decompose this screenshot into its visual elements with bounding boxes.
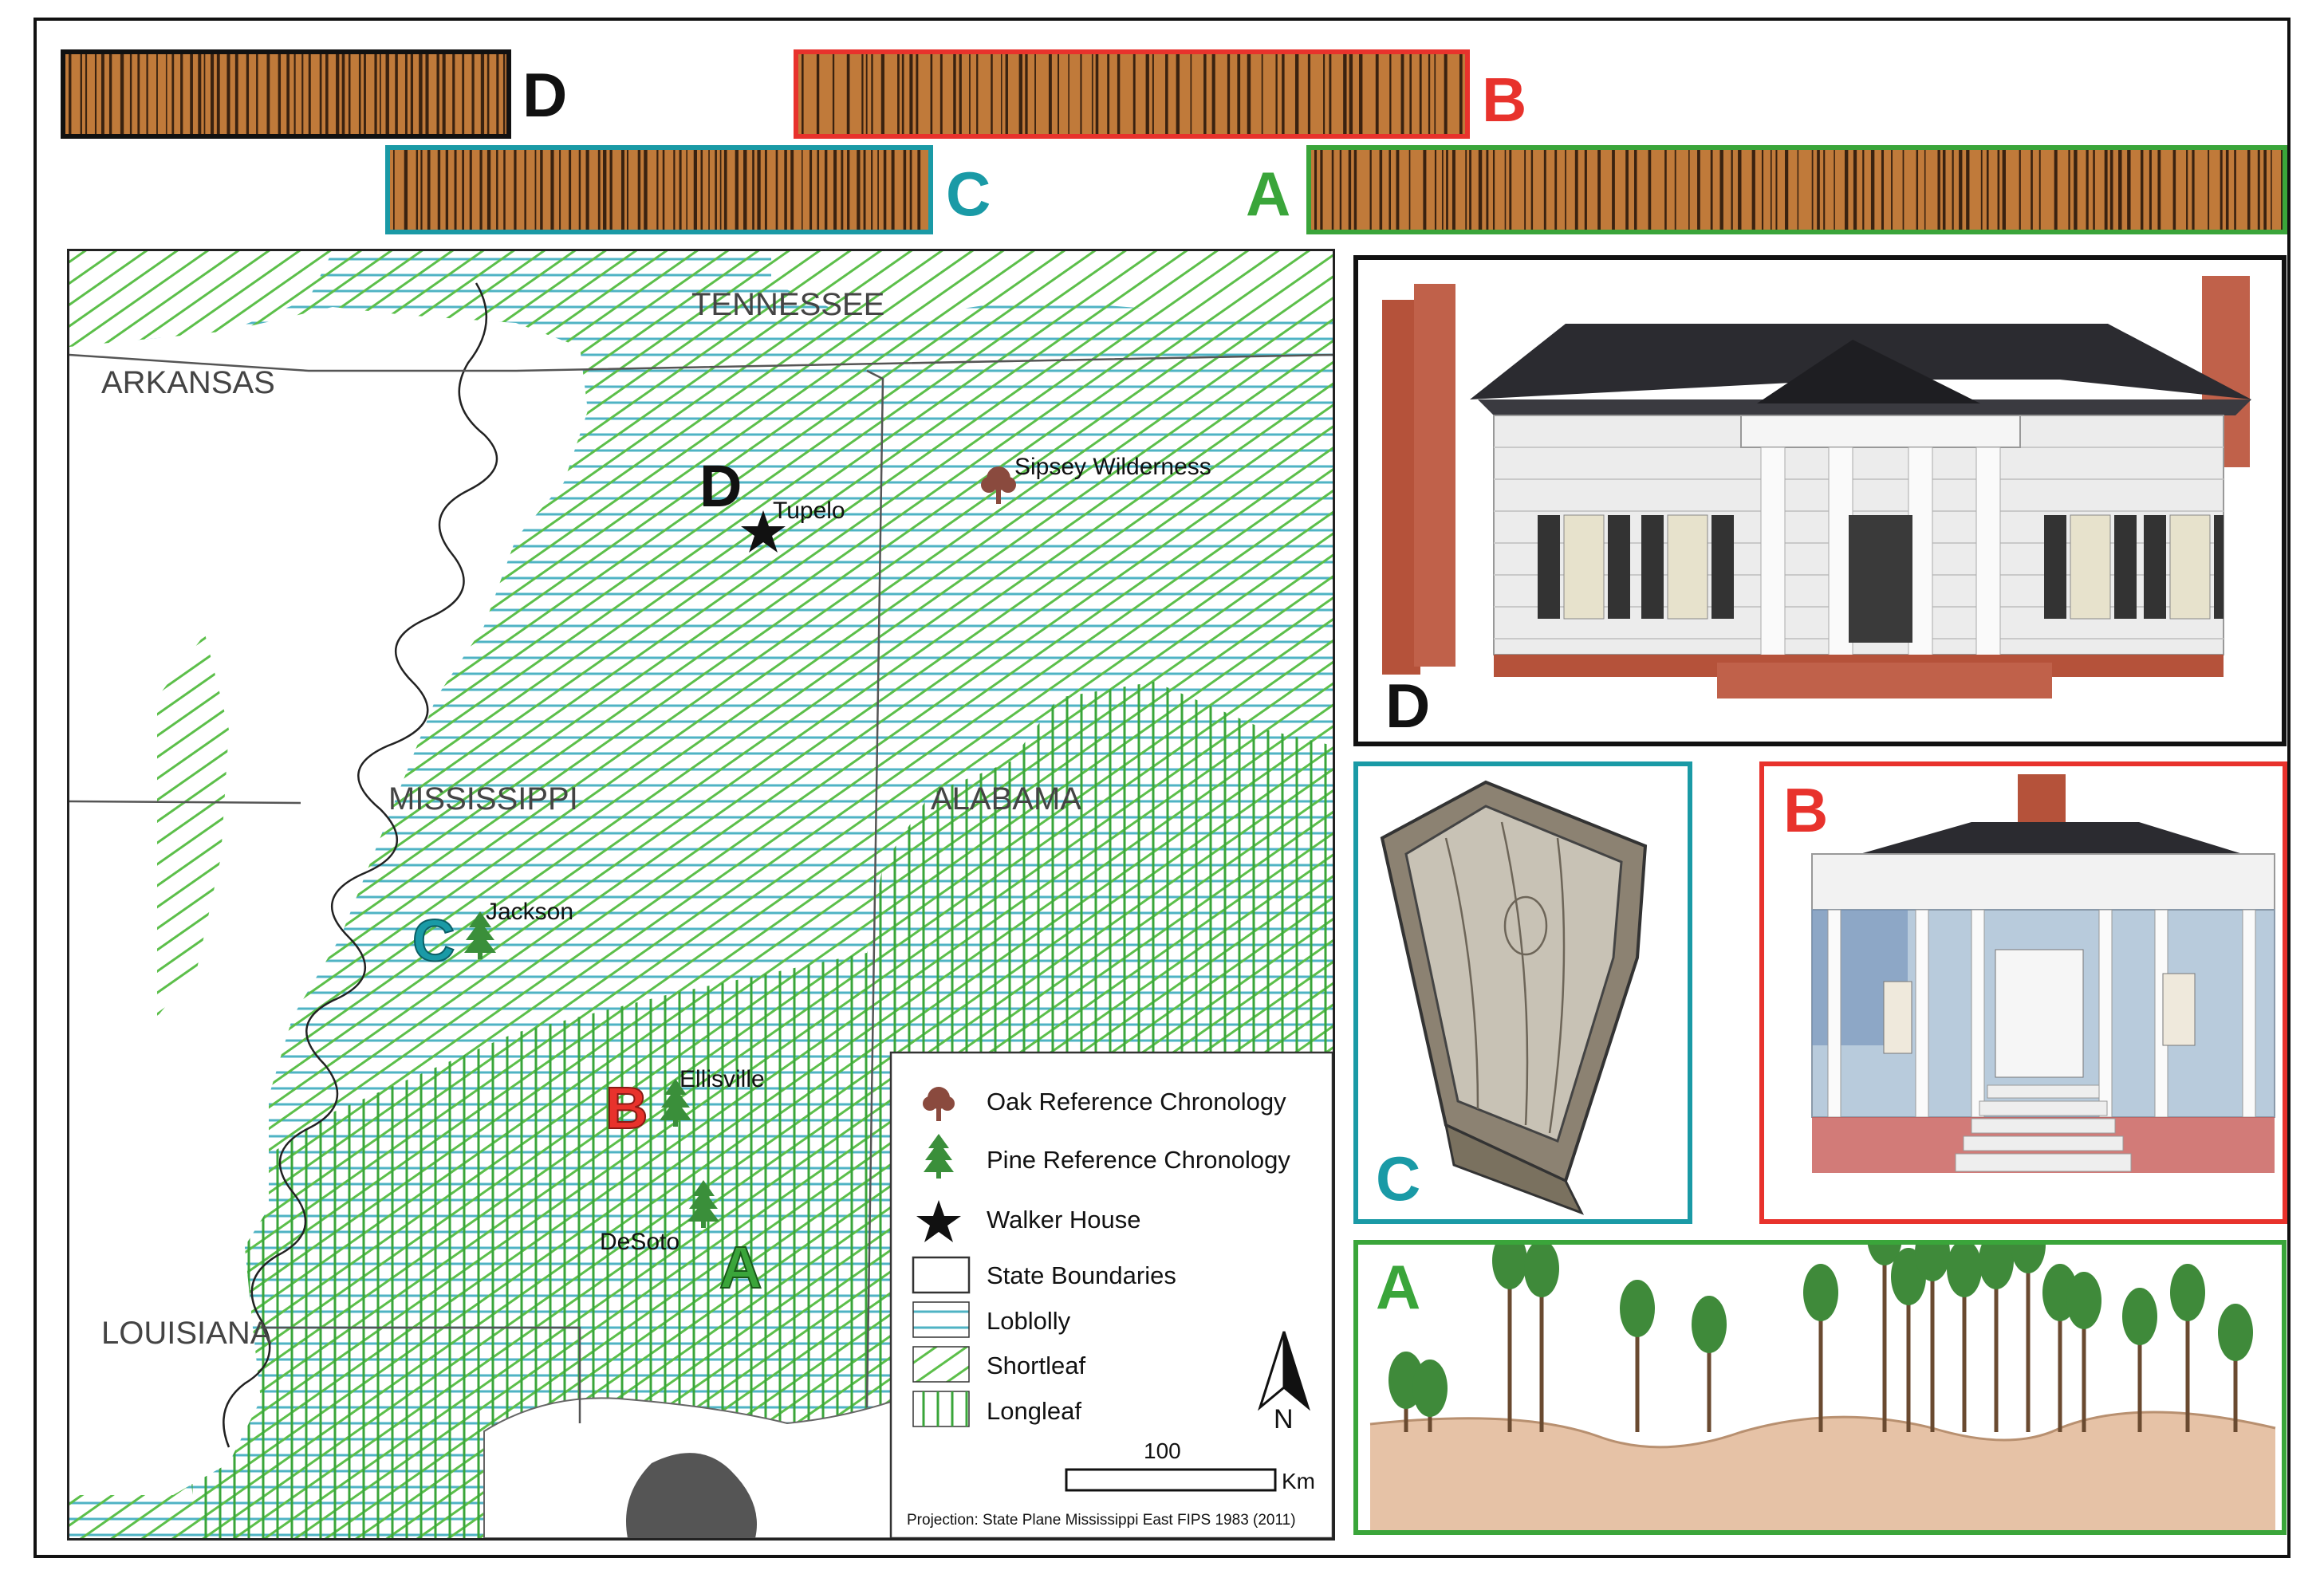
tree-crown xyxy=(2218,1304,2253,1361)
state-label-louisiana: LOUISIANA xyxy=(101,1316,272,1351)
star-icon xyxy=(916,1200,961,1242)
pine-tree-icon xyxy=(687,1180,719,1228)
ring-pattern-d xyxy=(65,54,506,134)
legend-swatch-loblolly xyxy=(912,1301,970,1338)
tree-crown xyxy=(2122,1288,2157,1345)
pine-tree-icon xyxy=(660,1079,691,1127)
tree-crown xyxy=(2170,1264,2205,1321)
house-b-drawing xyxy=(1811,774,2275,1173)
tree-ring-strip-c xyxy=(385,145,933,234)
tree-crown xyxy=(1915,1245,1950,1281)
illustration-letter-d: D xyxy=(1385,671,1431,741)
oak-tree-icon xyxy=(923,1087,955,1121)
site-letter-b: B xyxy=(605,1075,648,1141)
tree-crown xyxy=(2066,1272,2101,1329)
legend-shortleaf-label: Shortleaf xyxy=(987,1352,1085,1379)
range-map: ARKANSAS TENNESSEE MISSISSIPPI ALABAMA L… xyxy=(67,249,1335,1541)
tree-crown xyxy=(2011,1245,2046,1273)
scale-bar xyxy=(1065,1468,1277,1492)
legend-state-boundaries-label: State Boundaries xyxy=(987,1261,1176,1289)
north-arrow-icon xyxy=(1258,1331,1310,1411)
illustration-letter-c: C xyxy=(1376,1143,1421,1214)
site-letter-d: D xyxy=(699,453,742,519)
illustration-panel-d: D xyxy=(1353,255,2287,746)
site-name-sipsey: Sipsey Wilderness xyxy=(1014,454,1211,480)
figure-frame xyxy=(33,18,2291,1558)
state-label-alabama: ALABAMA xyxy=(931,781,1081,817)
legend-pine-label: Pine Reference Chronology xyxy=(987,1146,1290,1174)
site-name-tupelo: Tupelo xyxy=(773,498,845,524)
tree-ring-strip-d xyxy=(61,49,511,139)
state-label-tennessee: TENNESSEE xyxy=(691,287,884,322)
illustration-panel-c: C xyxy=(1353,761,1692,1224)
scale-unit: Km xyxy=(1282,1469,1315,1493)
tree-crown xyxy=(1412,1360,1448,1417)
projection-note: Projection: State Plane Mississippi East… xyxy=(907,1512,1296,1529)
illustration-panel-b: B xyxy=(1759,761,2287,1224)
tree-ring-strip-b xyxy=(794,49,1470,139)
site-letter-a: A xyxy=(719,1234,762,1301)
oak-tree-icon xyxy=(981,466,1016,504)
coffin-drawing xyxy=(1380,780,1648,1215)
strip-letter-a: A xyxy=(1246,159,1291,229)
state-label-mississippi: MISSISSIPPI xyxy=(388,781,578,817)
legend-oak-label: Oak Reference Chronology xyxy=(987,1088,1286,1116)
legend-walker-house-label: Walker House xyxy=(987,1206,1141,1234)
legend-swatch-shortleaf xyxy=(912,1346,970,1383)
illustration-letter-a: A xyxy=(1376,1252,1421,1322)
tree-crown xyxy=(1867,1245,1902,1265)
strip-letter-c: C xyxy=(946,159,991,229)
site-letter-c: C xyxy=(412,907,455,974)
pine-tree-icon xyxy=(464,911,496,959)
scale-value: 100 xyxy=(1144,1438,1181,1463)
ring-pattern-b xyxy=(798,54,1465,134)
tree-crown xyxy=(1492,1245,1527,1289)
star-icon xyxy=(741,510,786,553)
legend-loblolly-label: Loblolly xyxy=(987,1307,1071,1335)
forest-drawing xyxy=(1369,1245,2276,1530)
tree-crown xyxy=(1947,1245,1982,1297)
pine-tree-icon xyxy=(924,1134,954,1179)
north-label: N xyxy=(1274,1404,1294,1434)
house-d-drawing xyxy=(1382,276,2251,698)
tree-ring-strip-a xyxy=(1306,145,2287,234)
strip-letter-b: B xyxy=(1482,65,1527,135)
illustration-letter-b: B xyxy=(1783,775,1829,845)
site-name-jackson: Jackson xyxy=(486,899,573,925)
ring-pattern-c xyxy=(390,150,928,230)
tree-crown xyxy=(1979,1245,2014,1289)
map-legend: Oak Reference Chronology Pine Reference … xyxy=(889,1051,1333,1538)
tree-crown xyxy=(1524,1245,1559,1297)
strip-letter-d: D xyxy=(522,60,568,130)
site-name-desoto: DeSoto xyxy=(600,1229,679,1255)
legend-longleaf-label: Longleaf xyxy=(987,1397,1081,1425)
map-canvas: ARKANSAS TENNESSEE MISSISSIPPI ALABAMA L… xyxy=(69,251,1333,1538)
legend-swatch-state-boundaries xyxy=(912,1256,971,1294)
site-name-ellisville: Ellisville xyxy=(679,1066,765,1092)
illustration-panel-a: A xyxy=(1353,1240,2287,1535)
state-label-arkansas: ARKANSAS xyxy=(101,365,275,400)
tree-crown xyxy=(1803,1264,1838,1321)
tree-crown xyxy=(1692,1296,1727,1353)
tree-crown xyxy=(1620,1280,1655,1337)
ring-pattern-a xyxy=(1311,150,2283,230)
